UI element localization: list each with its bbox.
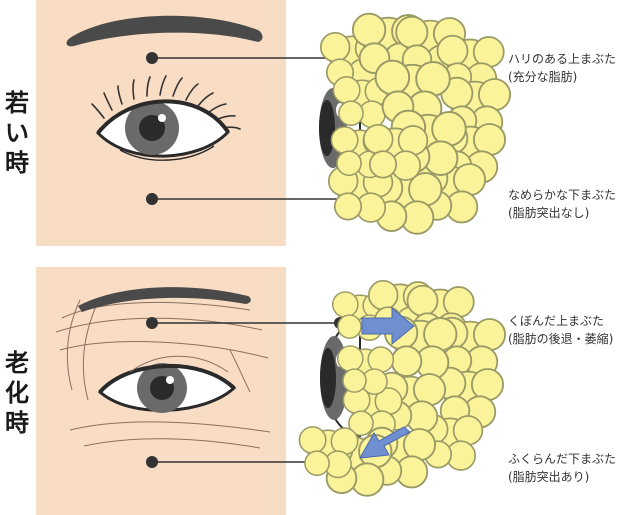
- aged-lower-caption: ふくらんだ下まぶた (脂肪突出あり): [508, 450, 634, 486]
- young-label-char: い: [5, 119, 29, 147]
- pointer-line: [146, 193, 350, 205]
- caption-line: くぼんだ上まぶた: [508, 314, 605, 328]
- caption-line: (脂肪突出あり): [508, 470, 590, 484]
- young-label-char: 若: [5, 89, 29, 117]
- young-label-char: 時: [5, 149, 29, 177]
- caption-line: ふくらんだ下まぶた: [508, 452, 617, 466]
- wrinkle-lines: [55, 299, 271, 449]
- arrow-icon: [359, 426, 411, 459]
- aged-label-char: 時: [5, 409, 29, 437]
- caption-line: (脂肪の後退・萎縮): [508, 332, 614, 346]
- eyebrow-icon: [66, 15, 263, 47]
- aged-label-char: 化: [5, 379, 29, 407]
- fat-cluster-icon: [319, 12, 512, 235]
- caption-line: (充分な脂肪): [508, 70, 578, 84]
- aged-upper-caption: くぼんだ上まぶた (脂肪の後退・萎縮): [508, 312, 634, 348]
- eyelash-icon: [91, 75, 241, 130]
- aged-label-char: 老: [5, 349, 29, 377]
- young-label: 若 い 時: [0, 88, 34, 178]
- arrow-icon: [361, 306, 415, 346]
- young-lower-caption: なめらかな下まぶた (脂肪突出なし): [508, 186, 634, 222]
- caption-line: (脂肪突出なし): [508, 206, 590, 220]
- eyebrow-icon: [78, 287, 251, 312]
- caption-line: なめらかな下まぶた: [508, 188, 617, 202]
- aged-label: 老 化 時: [0, 348, 34, 438]
- caption-line: ハリのある上まぶた: [508, 52, 617, 66]
- pointer-line: [146, 52, 346, 64]
- young-upper-caption: ハリのある上まぶた (充分な脂肪): [508, 50, 634, 86]
